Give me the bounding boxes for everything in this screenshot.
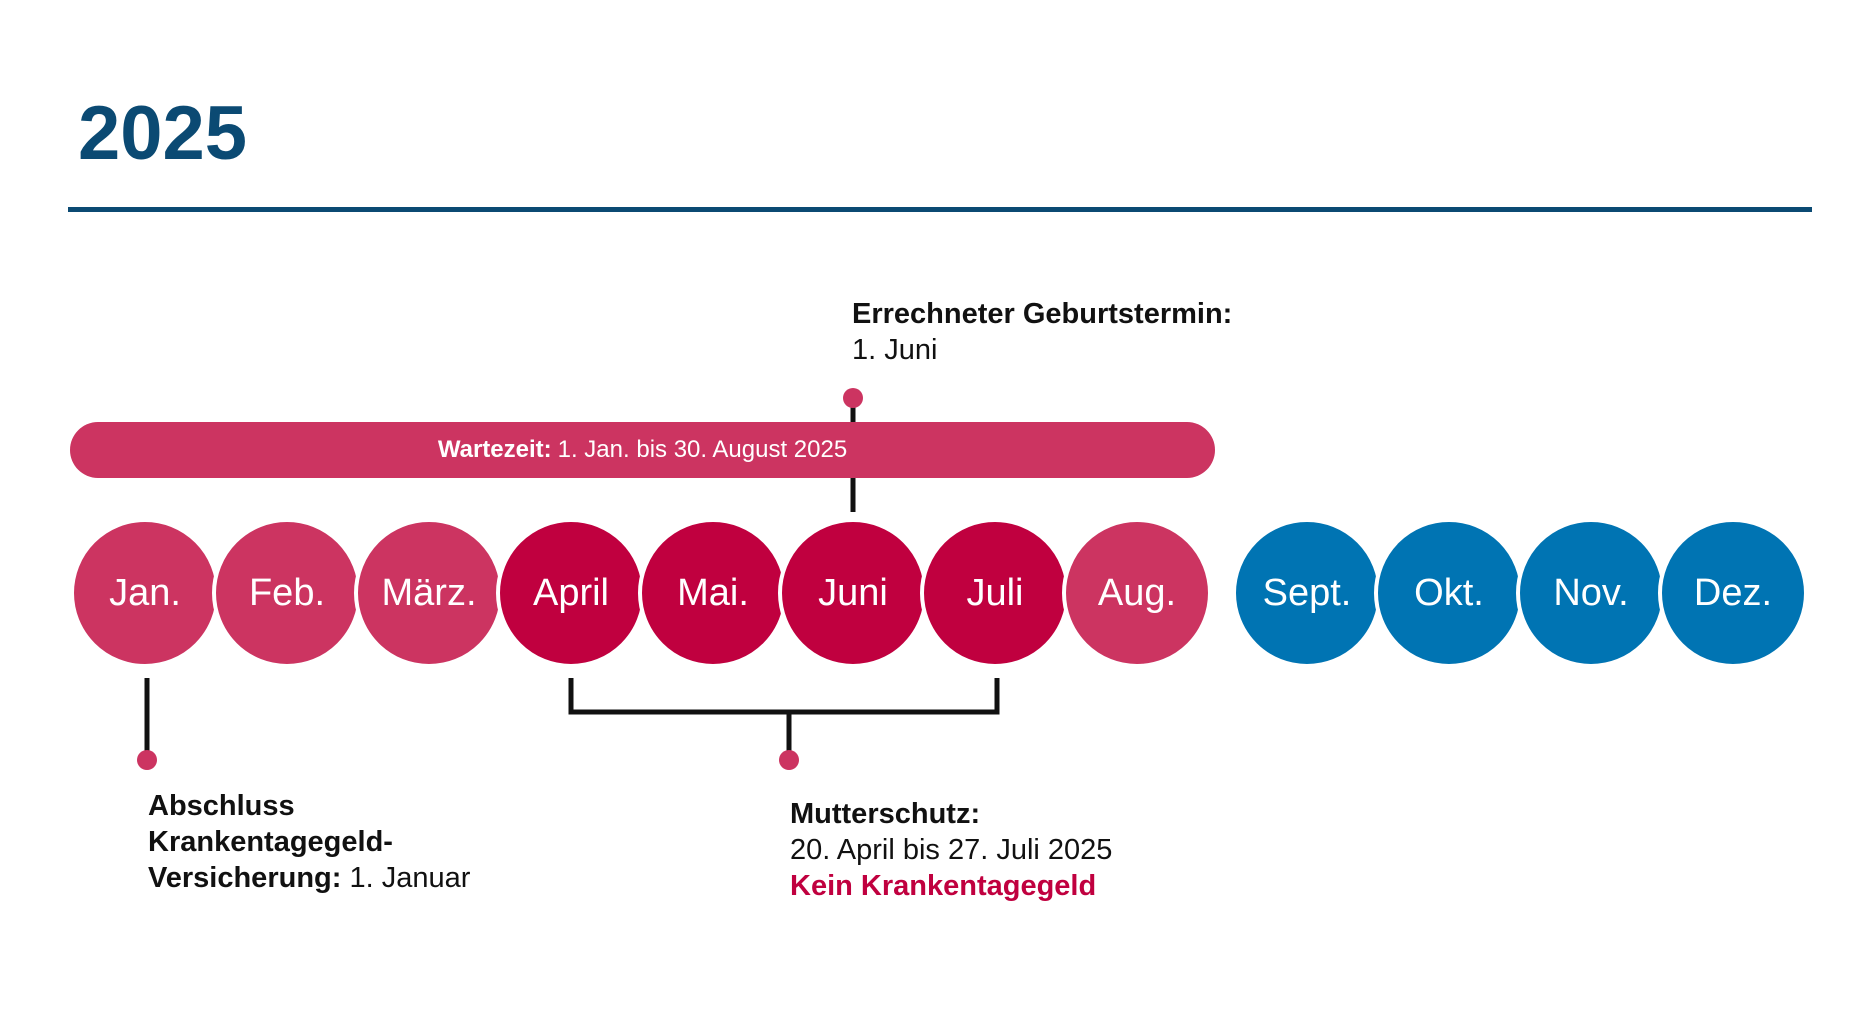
due-date-dot (843, 388, 863, 408)
month-nov: Nov. (1516, 518, 1666, 668)
insurance-line3-label: Versicherung: (148, 862, 342, 894)
month-label: März. (381, 571, 477, 614)
month-label: Nov. (1553, 571, 1629, 614)
due-date-text: 1. Juni (852, 334, 938, 366)
month-may: Mai. (638, 518, 788, 668)
waiting-label: Wartezeit: (437, 436, 552, 463)
waiting-period-bar: Wartezeit: 1. Jan. bis 30. August 2025 (70, 422, 1215, 478)
month-feb: Feb. (212, 518, 362, 668)
month-mar: März. (354, 518, 504, 668)
month-dec: Dez. (1658, 518, 1808, 668)
due-date-annotation: Errechneter Geburtstermin: 1. Juni (852, 296, 1232, 368)
insurance-line1: Abschluss (148, 790, 295, 822)
insurance-annotation: Abschluss Krankentagegeld- Versicherung:… (148, 788, 470, 896)
month-oct: Okt. (1374, 518, 1524, 668)
insurance-line2: Krankentagegeld- (148, 826, 393, 858)
month-jul: Juli (920, 518, 1070, 668)
maternity-annotation: Mutterschutz: 20. April bis 27. Juli 202… (790, 796, 1112, 904)
maternity-dot (779, 750, 799, 770)
month-label: Mai. (677, 571, 749, 614)
month-label: Dez. (1693, 571, 1773, 614)
month-label: April (532, 571, 610, 614)
month-label: Jan. (109, 571, 181, 614)
month-sep: Sept. (1232, 518, 1382, 668)
year-title: 2025 (78, 91, 248, 176)
maternity-note: Kein Krankentagegeld (790, 870, 1097, 902)
month-label: Okt. (1414, 571, 1484, 614)
waiting-text: 1. Jan. bis 30. August 2025 (557, 436, 848, 463)
maternity-label: Mutterschutz: (790, 798, 981, 830)
month-label: Juni (818, 571, 888, 614)
month-label: Aug. (1097, 571, 1177, 614)
maternity-bracket (568, 678, 1000, 715)
month-label: Sept. (1262, 571, 1352, 614)
month-jan: Jan. (70, 518, 220, 668)
due-date-label: Errechneter Geburtstermin: (852, 298, 1233, 330)
month-jun: Juni (778, 518, 928, 668)
month-aug: Aug. (1062, 518, 1212, 668)
month-apr: April (496, 518, 646, 668)
insurance-dot (137, 750, 157, 770)
month-label: Juli (966, 571, 1024, 614)
title-divider (68, 207, 1812, 212)
insurance-line3-text: 1. Januar (349, 862, 471, 894)
maternity-text: 20. April bis 27. Juli 2025 (790, 834, 1113, 866)
month-label: Feb. (248, 571, 326, 614)
